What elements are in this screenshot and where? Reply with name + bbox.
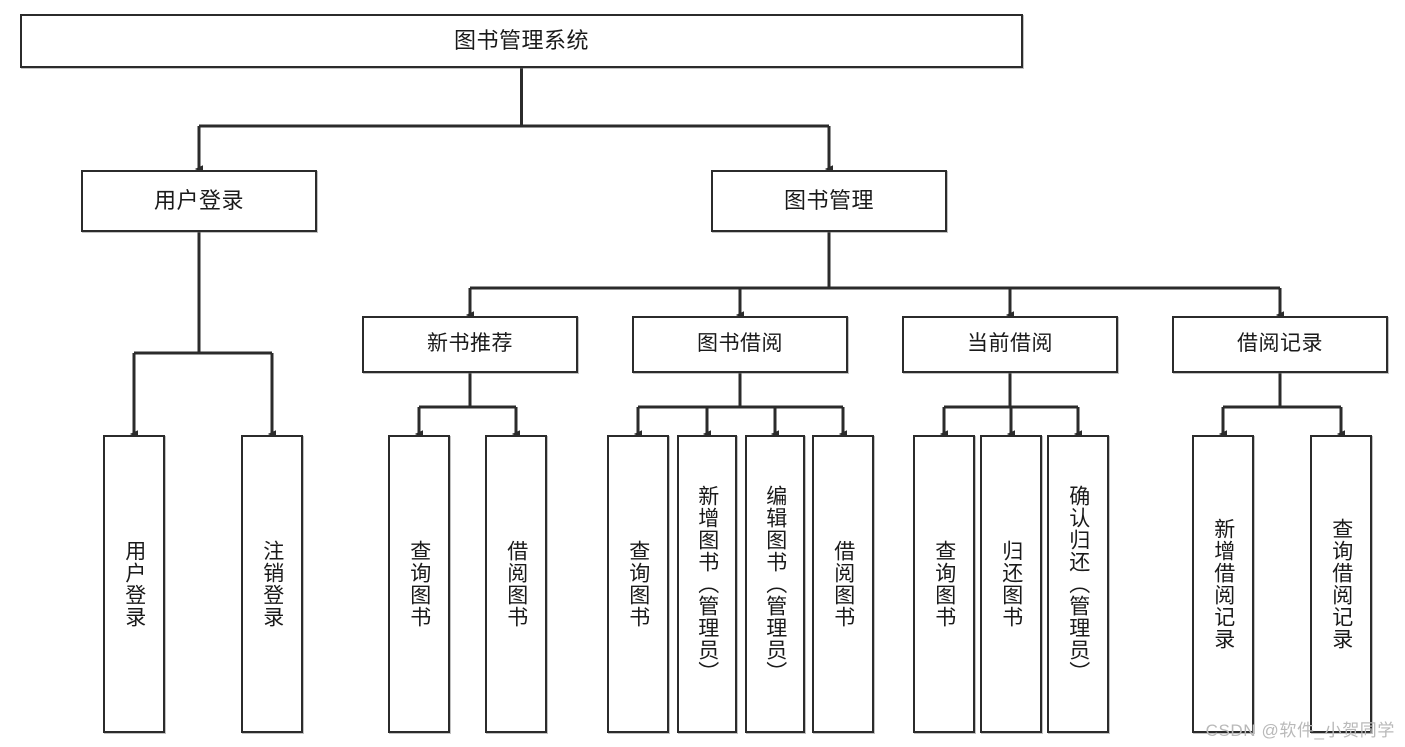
node-label: 确认归还（管理员）: [1066, 485, 1090, 683]
node-leaf-confirm[interactable]: 确认归还（管理员）: [1047, 435, 1109, 733]
node-leaf-qry-record[interactable]: 查询借阅记录: [1310, 435, 1372, 733]
node-current-borrow[interactable]: 当前借阅: [902, 316, 1118, 373]
node-leaf-query-3[interactable]: 查询图书: [913, 435, 975, 733]
node-borrow-record[interactable]: 借阅记录: [1172, 316, 1388, 373]
node-leaf-query-1[interactable]: 查询图书: [388, 435, 450, 733]
node-label: 查询图书: [932, 540, 956, 628]
node-book-borrow[interactable]: 图书借阅: [632, 316, 848, 373]
node-label: 新增图书（管理员）: [695, 485, 719, 683]
node-label: 当前借阅: [967, 332, 1053, 356]
watermark-label: CSDN @软件_小贺同学: [1205, 721, 1395, 740]
node-leaf-user-login[interactable]: 用户登录: [103, 435, 165, 733]
node-label: 借阅图书: [504, 540, 528, 628]
node-label: 图书借阅: [697, 332, 783, 356]
node-label: 归还图书: [999, 540, 1023, 628]
node-leaf-add-book[interactable]: 新增图书（管理员）: [677, 435, 737, 733]
node-label: 图书管理: [783, 188, 874, 214]
node-label: 图书管理系统: [453, 28, 589, 54]
node-leaf-borrow-1[interactable]: 借阅图书: [485, 435, 547, 733]
node-leaf-query-2[interactable]: 查询图书: [607, 435, 669, 733]
node-book-manage[interactable]: 图书管理: [711, 170, 947, 232]
node-new-book-rec[interactable]: 新书推荐: [362, 316, 578, 373]
node-leaf-borrow-2[interactable]: 借阅图书: [812, 435, 874, 733]
node-user-login[interactable]: 用户登录: [81, 170, 317, 232]
node-root[interactable]: 图书管理系统: [20, 14, 1023, 68]
node-leaf-edit-book[interactable]: 编辑图书（管理员）: [745, 435, 805, 733]
edge-group: [129, 68, 1346, 438]
node-label: 编辑图书（管理员）: [763, 485, 787, 683]
node-label: 用户登录: [122, 540, 146, 628]
node-leaf-logout[interactable]: 注销登录: [241, 435, 303, 733]
node-label: 借阅图书: [831, 540, 855, 628]
node-label: 查询图书: [626, 540, 650, 628]
node-label: 用户登录: [153, 188, 244, 214]
node-label: 注销登录: [260, 540, 284, 628]
node-label: 新增借阅记录: [1211, 518, 1235, 650]
node-leaf-return[interactable]: 归还图书: [980, 435, 1042, 733]
node-label: 新书推荐: [427, 332, 513, 356]
node-label: 查询借阅记录: [1329, 518, 1353, 650]
node-leaf-add-record[interactable]: 新增借阅记录: [1192, 435, 1254, 733]
node-label: 查询图书: [407, 540, 431, 628]
node-label: 借阅记录: [1237, 332, 1323, 356]
